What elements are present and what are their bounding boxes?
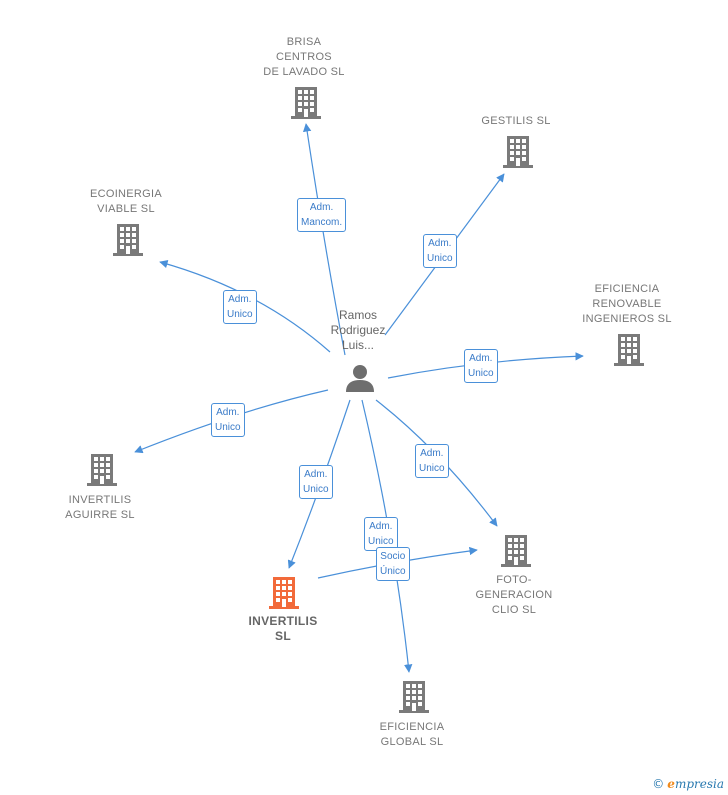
brand-name: mpresia: [674, 777, 724, 791]
edge-label-line: Unico: [303, 484, 329, 495]
person-name-line: Rodriguez: [330, 323, 386, 337]
building-icon-invertilis-aguirre: [87, 454, 117, 486]
company-label-line: EFICIENCIA: [594, 283, 660, 295]
building-icon-gestilis: [503, 136, 533, 168]
edge-label-line: Único: [380, 566, 406, 577]
edge-label-ecoinergia: Adm. Unico: [223, 290, 257, 324]
edge-label-gestilis: Adm. Unico: [423, 234, 457, 268]
building-icon-brisa: [291, 87, 321, 119]
edge-label-line: Adm.: [469, 353, 493, 364]
company-label-line: INVERTILIS: [248, 614, 318, 628]
edge-label-line: Adm.: [216, 407, 240, 418]
company-label-gestilis[interactable]: GESTILIS SL: [481, 114, 550, 129]
edge-label-line: Unico: [368, 536, 394, 547]
person-name-line: Ramos: [338, 308, 378, 322]
company-label-line: EFICIENCIA: [379, 721, 445, 733]
edge-label-line: Mancom.: [301, 217, 343, 228]
building-icon-foto-generacion: [501, 535, 531, 567]
edge-label-invertilis-aguirre: Adm. Unico: [211, 403, 245, 437]
company-label-line: CENTROS: [276, 51, 332, 63]
copyright-icon: ©: [652, 777, 665, 791]
company-label-line: ECOINERGIA: [89, 188, 163, 200]
company-label-line: RENOVABLE: [592, 298, 662, 310]
company-label-invertilis-aguirre[interactable]: INVERTILIS AGUIRRE SL: [65, 493, 135, 523]
edge-label-invertilis: Adm. Unico: [299, 465, 333, 499]
person-icon: [346, 365, 374, 392]
edge-label-line: Unico: [419, 463, 445, 474]
edge-label-line: Adm.: [309, 202, 334, 213]
building-icon-invertilis: [269, 577, 299, 609]
brand-initial: e: [667, 777, 675, 791]
edge-label-foto-generacion: Adm. Unico: [415, 444, 449, 478]
building-icon-eficiencia-renovable: [614, 334, 644, 366]
company-label-line: BRISA: [286, 36, 322, 48]
edge-label-line: Unico: [427, 253, 453, 264]
edge-label-line: Adm.: [428, 238, 452, 249]
edge-label-invertilis-to-foto: Socio Único: [376, 547, 410, 581]
company-label-line: INGENIEROS SL: [582, 313, 672, 325]
edge-label-eficiencia-renovable: Adm. Unico: [464, 349, 498, 383]
company-label-eficiencia-renovable[interactable]: EFICIENCIA RENOVABLE INGENIEROS SL: [582, 282, 671, 327]
company-label-line: GENERACION: [475, 589, 553, 601]
edge-label-line: Adm.: [228, 294, 252, 305]
company-label-line: GESTILIS SL: [481, 115, 551, 127]
company-label-foto-generacion[interactable]: FOTO- GENERACION CLIO SL: [476, 573, 553, 618]
edge-label-line: Adm.: [304, 469, 328, 480]
building-icon-eficiencia-global: [399, 681, 429, 713]
person-name-line: Luis...: [341, 338, 375, 352]
edge-label-eficiencia-global: Adm. Unico: [364, 517, 398, 551]
edge-label-line: Adm.: [369, 521, 393, 532]
edge-label-line: Adm.: [420, 448, 444, 459]
edge-label-brisa: Adm. Mancom.: [297, 198, 347, 232]
edge-brisa: [302, 123, 346, 356]
company-label-line: DE LAVADO SL: [263, 66, 345, 78]
company-label-line: FOTO-: [496, 574, 532, 586]
company-label-eficiencia-global[interactable]: EFICIENCIA GLOBAL SL: [380, 720, 445, 750]
building-icon-ecoinergia: [113, 224, 143, 256]
company-label-ecoinergia[interactable]: ECOINERGIA VIABLE SL: [90, 187, 162, 217]
edge-label-line: Socio: [380, 551, 406, 562]
company-label-line: SL: [275, 629, 291, 643]
company-label-line: CLIO SL: [491, 604, 537, 616]
edge-label-line: Unico: [468, 368, 494, 379]
company-label-line: GLOBAL SL: [380, 736, 444, 748]
company-label-line: VIABLE SL: [97, 203, 155, 215]
company-label-line: AGUIRRE SL: [65, 509, 135, 521]
company-label-brisa[interactable]: BRISA CENTROS DE LAVADO SL: [263, 35, 344, 80]
edge-label-line: Unico: [227, 309, 253, 320]
company-label-line: INVERTILIS: [68, 494, 132, 506]
company-label-invertilis[interactable]: INVERTILIS SL: [248, 614, 317, 644]
edge-label-line: Unico: [215, 422, 241, 433]
person-name[interactable]: Ramos Rodriguez Luis...: [331, 308, 386, 353]
empresia-watermark[interactable]: ©empresia: [652, 777, 724, 791]
